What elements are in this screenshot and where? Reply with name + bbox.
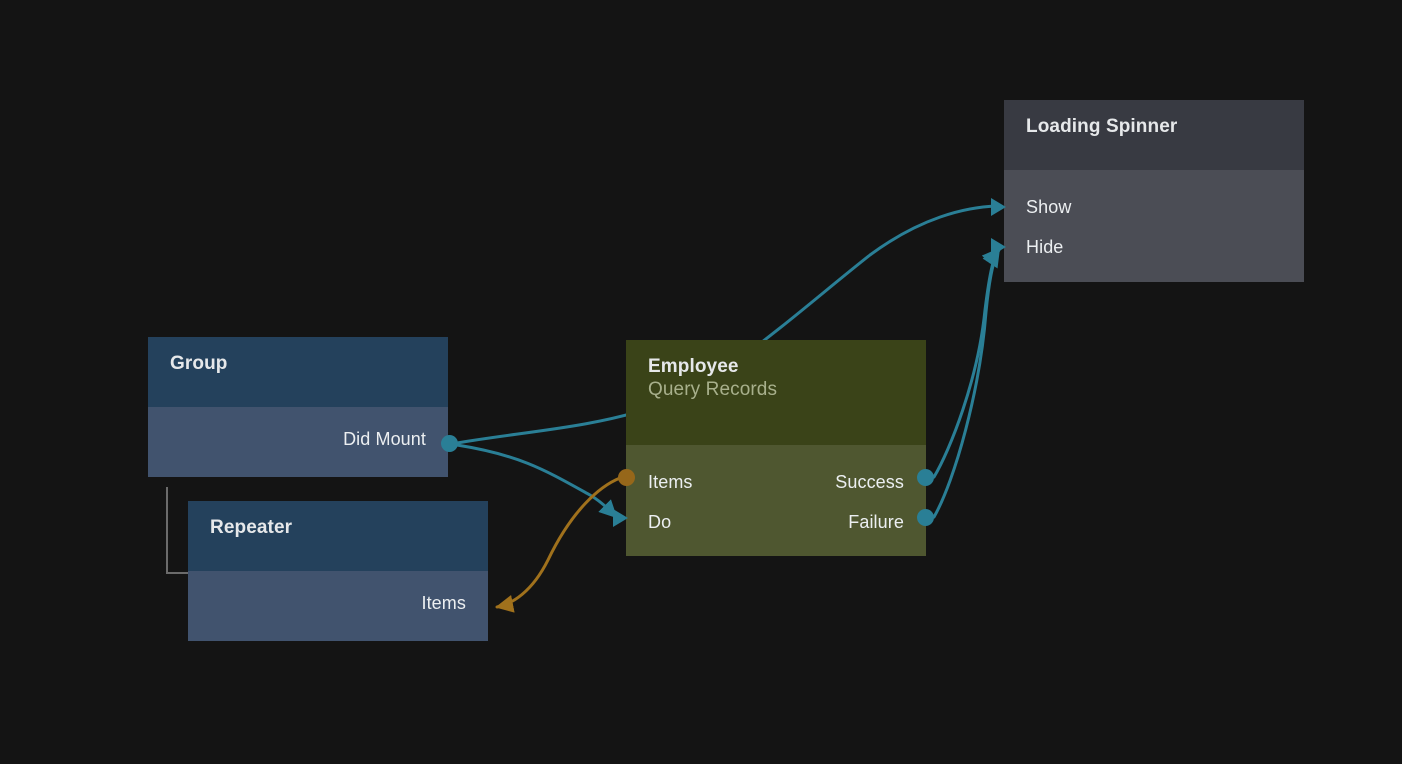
node-loading-spinner-header[interactable]: Loading Spinner <box>1004 100 1304 170</box>
node-loading-spinner[interactable]: Loading Spinner Show Hide <box>1004 100 1304 282</box>
port-row-repeater-items[interactable]: Items <box>210 583 466 623</box>
node-group-title: Group <box>170 353 228 374</box>
port-label-employee-do: Do <box>648 511 672 532</box>
node-loading-spinner-body: Show Hide <box>1004 170 1304 282</box>
port-employee-success-output[interactable] <box>917 469 934 486</box>
port-did-mount-output[interactable] <box>441 435 458 452</box>
node-group-header[interactable]: Group <box>148 337 448 407</box>
node-repeater[interactable]: Repeater Items <box>188 501 488 641</box>
port-spinner-show-input[interactable] <box>991 198 1006 216</box>
node-loading-spinner-title: Loading Spinner <box>1026 116 1178 137</box>
port-label-did-mount: Did Mount <box>343 428 426 449</box>
node-repeater-title: Repeater <box>210 517 293 538</box>
edge-success-to-hide <box>932 247 1001 479</box>
port-employee-do-input[interactable] <box>613 509 628 527</box>
node-employee-title: Employee <box>648 356 739 377</box>
port-row-did-mount[interactable]: Did Mount <box>170 419 426 459</box>
node-group[interactable]: Group Did Mount <box>148 337 448 477</box>
node-group-body: Did Mount <box>148 407 448 477</box>
port-label-employee-success: Success <box>835 471 904 492</box>
port-row-employee-do[interactable]: Do Failure <box>648 502 904 542</box>
port-row-spinner-hide[interactable]: Hide <box>1026 227 1282 267</box>
port-label-spinner-show: Show <box>1026 196 1072 217</box>
port-label-employee-items: Items <box>648 471 693 492</box>
port-row-spinner-show[interactable]: Show <box>1026 187 1282 227</box>
port-row-employee-items[interactable]: Items Success <box>648 462 904 502</box>
port-label-employee-failure: Failure <box>848 511 904 532</box>
port-label-repeater-items: Items <box>421 592 466 613</box>
port-spinner-hide-input[interactable] <box>991 238 1006 256</box>
node-repeater-header[interactable]: Repeater <box>188 501 488 571</box>
port-employee-items-input[interactable] <box>618 469 635 486</box>
port-employee-failure-output[interactable] <box>917 509 934 526</box>
port-label-spinner-hide: Hide <box>1026 236 1064 257</box>
node-employee[interactable]: Employee Query Records Items Success Do … <box>626 340 926 556</box>
node-employee-body: Items Success Do Failure <box>626 445 926 556</box>
node-employee-subtitle: Query Records <box>648 379 778 401</box>
node-repeater-body: Items <box>188 571 488 641</box>
edge-items-to-repeater-items <box>495 476 622 613</box>
edge-failure-to-hide <box>932 248 1001 519</box>
node-employee-header[interactable]: Employee Query Records <box>626 340 926 445</box>
hierarchy-bracket <box>166 487 190 574</box>
